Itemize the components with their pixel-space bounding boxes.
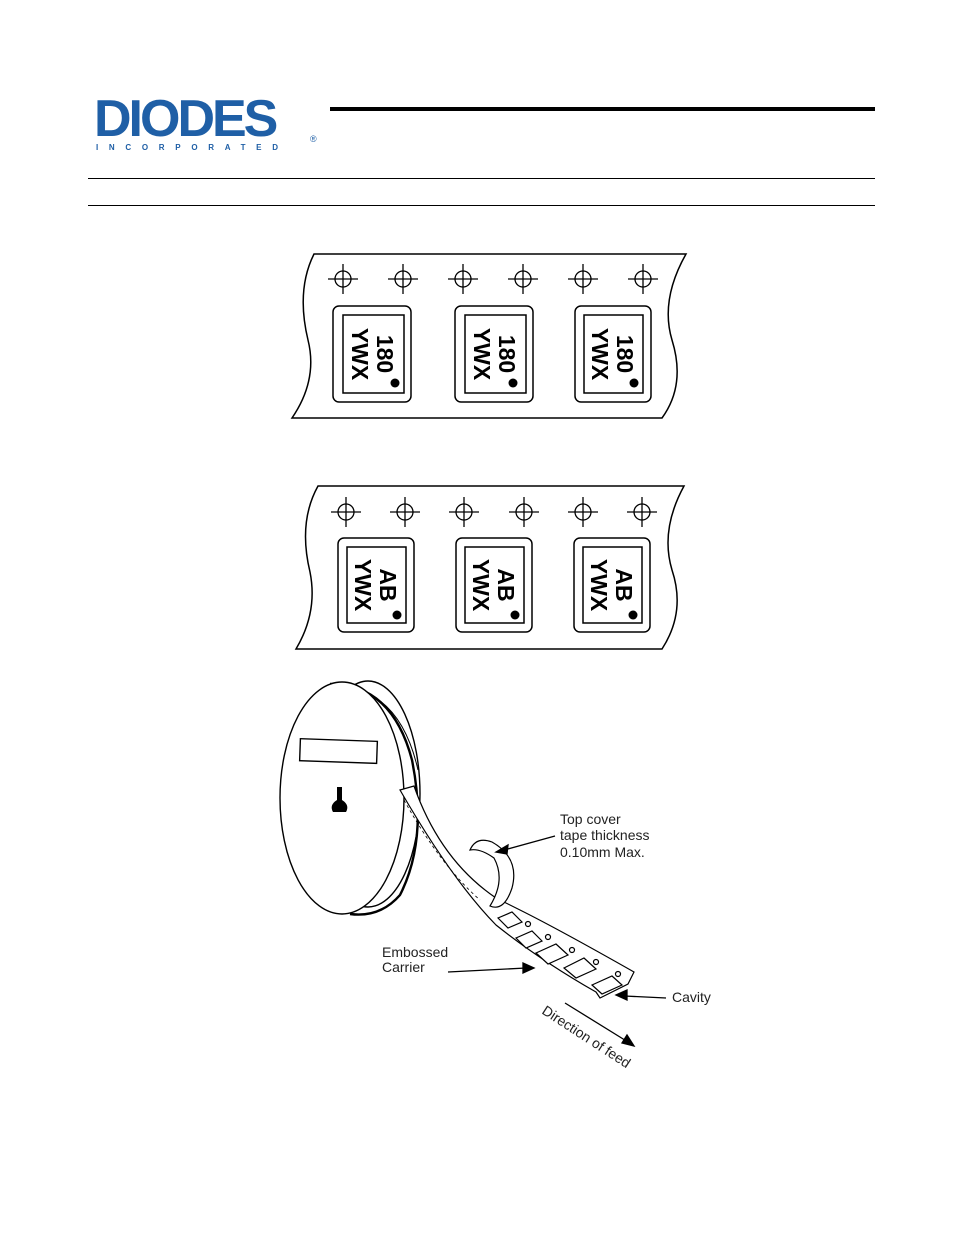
tape-marking-diagram-ab: AB YWX AB YWX AB YWX (0, 475, 954, 660)
label-top-cover-line2: tape thickness (560, 827, 650, 843)
marking-line-2: YWX (469, 328, 495, 381)
pin1-dot (391, 379, 400, 388)
marking-line-1: 180 (372, 335, 398, 373)
header-rule (330, 107, 875, 111)
tape-pocket: AB YWX (456, 538, 532, 632)
label-embossed-line2: Carrier (382, 959, 425, 975)
pin1-dot (511, 611, 520, 620)
marking-line-1: AB (611, 568, 637, 601)
divider-bottom (88, 205, 875, 206)
reel (280, 681, 420, 915)
marking-line-2: YWX (468, 559, 494, 612)
pin1-dot (393, 611, 402, 620)
sprocket-hole (509, 497, 539, 527)
sprocket-hole (328, 264, 358, 294)
pin1-dot (630, 379, 639, 388)
divider-top (88, 178, 875, 179)
reel-label-window (300, 739, 378, 764)
sprocket-hole (508, 264, 538, 294)
sprocket-hole (628, 264, 658, 294)
pin1-dot (509, 379, 518, 388)
marking-line-1: 180 (494, 335, 520, 373)
logo-registered-mark: ® (310, 134, 317, 144)
marking-line-1: AB (493, 568, 519, 601)
marking-line-2: YWX (350, 559, 376, 612)
sprocket-holes (328, 264, 658, 294)
tape-pocket: 180 YWX (333, 306, 411, 402)
diodes-logo: DIODES INCORPORATED ® (94, 92, 324, 154)
marking-line-2: YWX (587, 328, 613, 381)
tape-pocket: AB YWX (338, 538, 414, 632)
cavity-pockets (498, 912, 622, 994)
sprocket-hole (449, 497, 479, 527)
marking-line-2: YWX (347, 328, 373, 381)
sprocket-hole (448, 264, 478, 294)
sprocket-hole (568, 264, 598, 294)
pin1-dot (629, 611, 638, 620)
tape-pocket: 180 YWX (455, 306, 533, 402)
logo-wordmark: DIODES (94, 92, 277, 148)
tape-marking-diagram-180: 180 YWX 180 YWX 180 YWX (0, 240, 954, 430)
sprocket-hole (388, 264, 418, 294)
sprocket-hole (390, 497, 420, 527)
label-cavity: Cavity (672, 989, 711, 1005)
label-top-cover-line1: Top cover (560, 811, 621, 827)
tape-pocket: 180 YWX (575, 306, 651, 402)
reel-tape-diagram: Top cover tape thickness 0.10mm Max. Emb… (0, 670, 954, 1090)
marking-line-1: 180 (612, 335, 638, 373)
label-top-cover-line3: 0.10mm Max. (560, 844, 645, 860)
label-embossed-line1: Embossed (382, 944, 448, 960)
logo-subtitle: INCORPORATED (96, 143, 289, 152)
sprocket-holes (331, 497, 657, 527)
marking-line-2: YWX (586, 559, 612, 612)
marking-line-1: AB (375, 568, 401, 601)
sprocket-hole (568, 497, 598, 527)
sprocket-hole (627, 497, 657, 527)
tape-pocket: AB YWX (574, 538, 650, 632)
sprocket-hole (331, 497, 361, 527)
